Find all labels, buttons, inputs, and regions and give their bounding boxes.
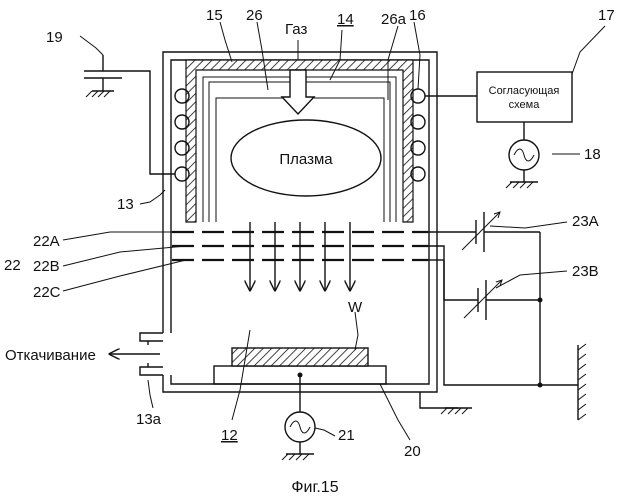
ref-17: 17 xyxy=(598,7,615,24)
ref-26: 26 xyxy=(246,7,263,24)
rf-source-18 xyxy=(506,140,539,188)
ref-22A: 22A xyxy=(33,233,60,250)
ref-19: 19 xyxy=(46,29,63,46)
ref-18: 18 xyxy=(584,146,601,163)
ref-21: 21 xyxy=(338,427,355,444)
ref-16: 16 xyxy=(409,7,426,24)
ref-26a: 26a xyxy=(381,11,407,28)
chamber-ground xyxy=(420,392,472,414)
pump-label: Откачивание xyxy=(5,347,96,364)
matching-label-line2: схема xyxy=(509,99,541,111)
ref-13: 13 xyxy=(117,196,134,213)
ref-22C: 22C xyxy=(33,284,61,301)
rf-source-21 xyxy=(282,375,315,460)
capacitor-19 xyxy=(84,55,175,174)
figure-caption: Фиг.15 xyxy=(291,479,338,496)
matching-circuit-17 xyxy=(425,72,572,140)
ref-14: 14 xyxy=(337,11,354,28)
wafer-w xyxy=(232,348,368,366)
ref-w: W xyxy=(348,299,363,316)
ref-12: 12 xyxy=(221,427,238,444)
bias-circuit-23 xyxy=(428,212,586,420)
ref-15: 15 xyxy=(206,7,223,24)
ref-22: 22 xyxy=(4,257,21,274)
gas-label: Газ xyxy=(285,21,307,38)
ref-20: 20 xyxy=(404,443,421,460)
ref-23B: 23B xyxy=(572,263,599,280)
ref-23A: 23A xyxy=(572,213,599,230)
ref-22B: 22B xyxy=(33,258,60,275)
ref-13a: 13a xyxy=(136,411,162,428)
plasma-label: Плазма xyxy=(279,151,333,168)
matching-label-line1: Согласующая xyxy=(489,85,560,97)
